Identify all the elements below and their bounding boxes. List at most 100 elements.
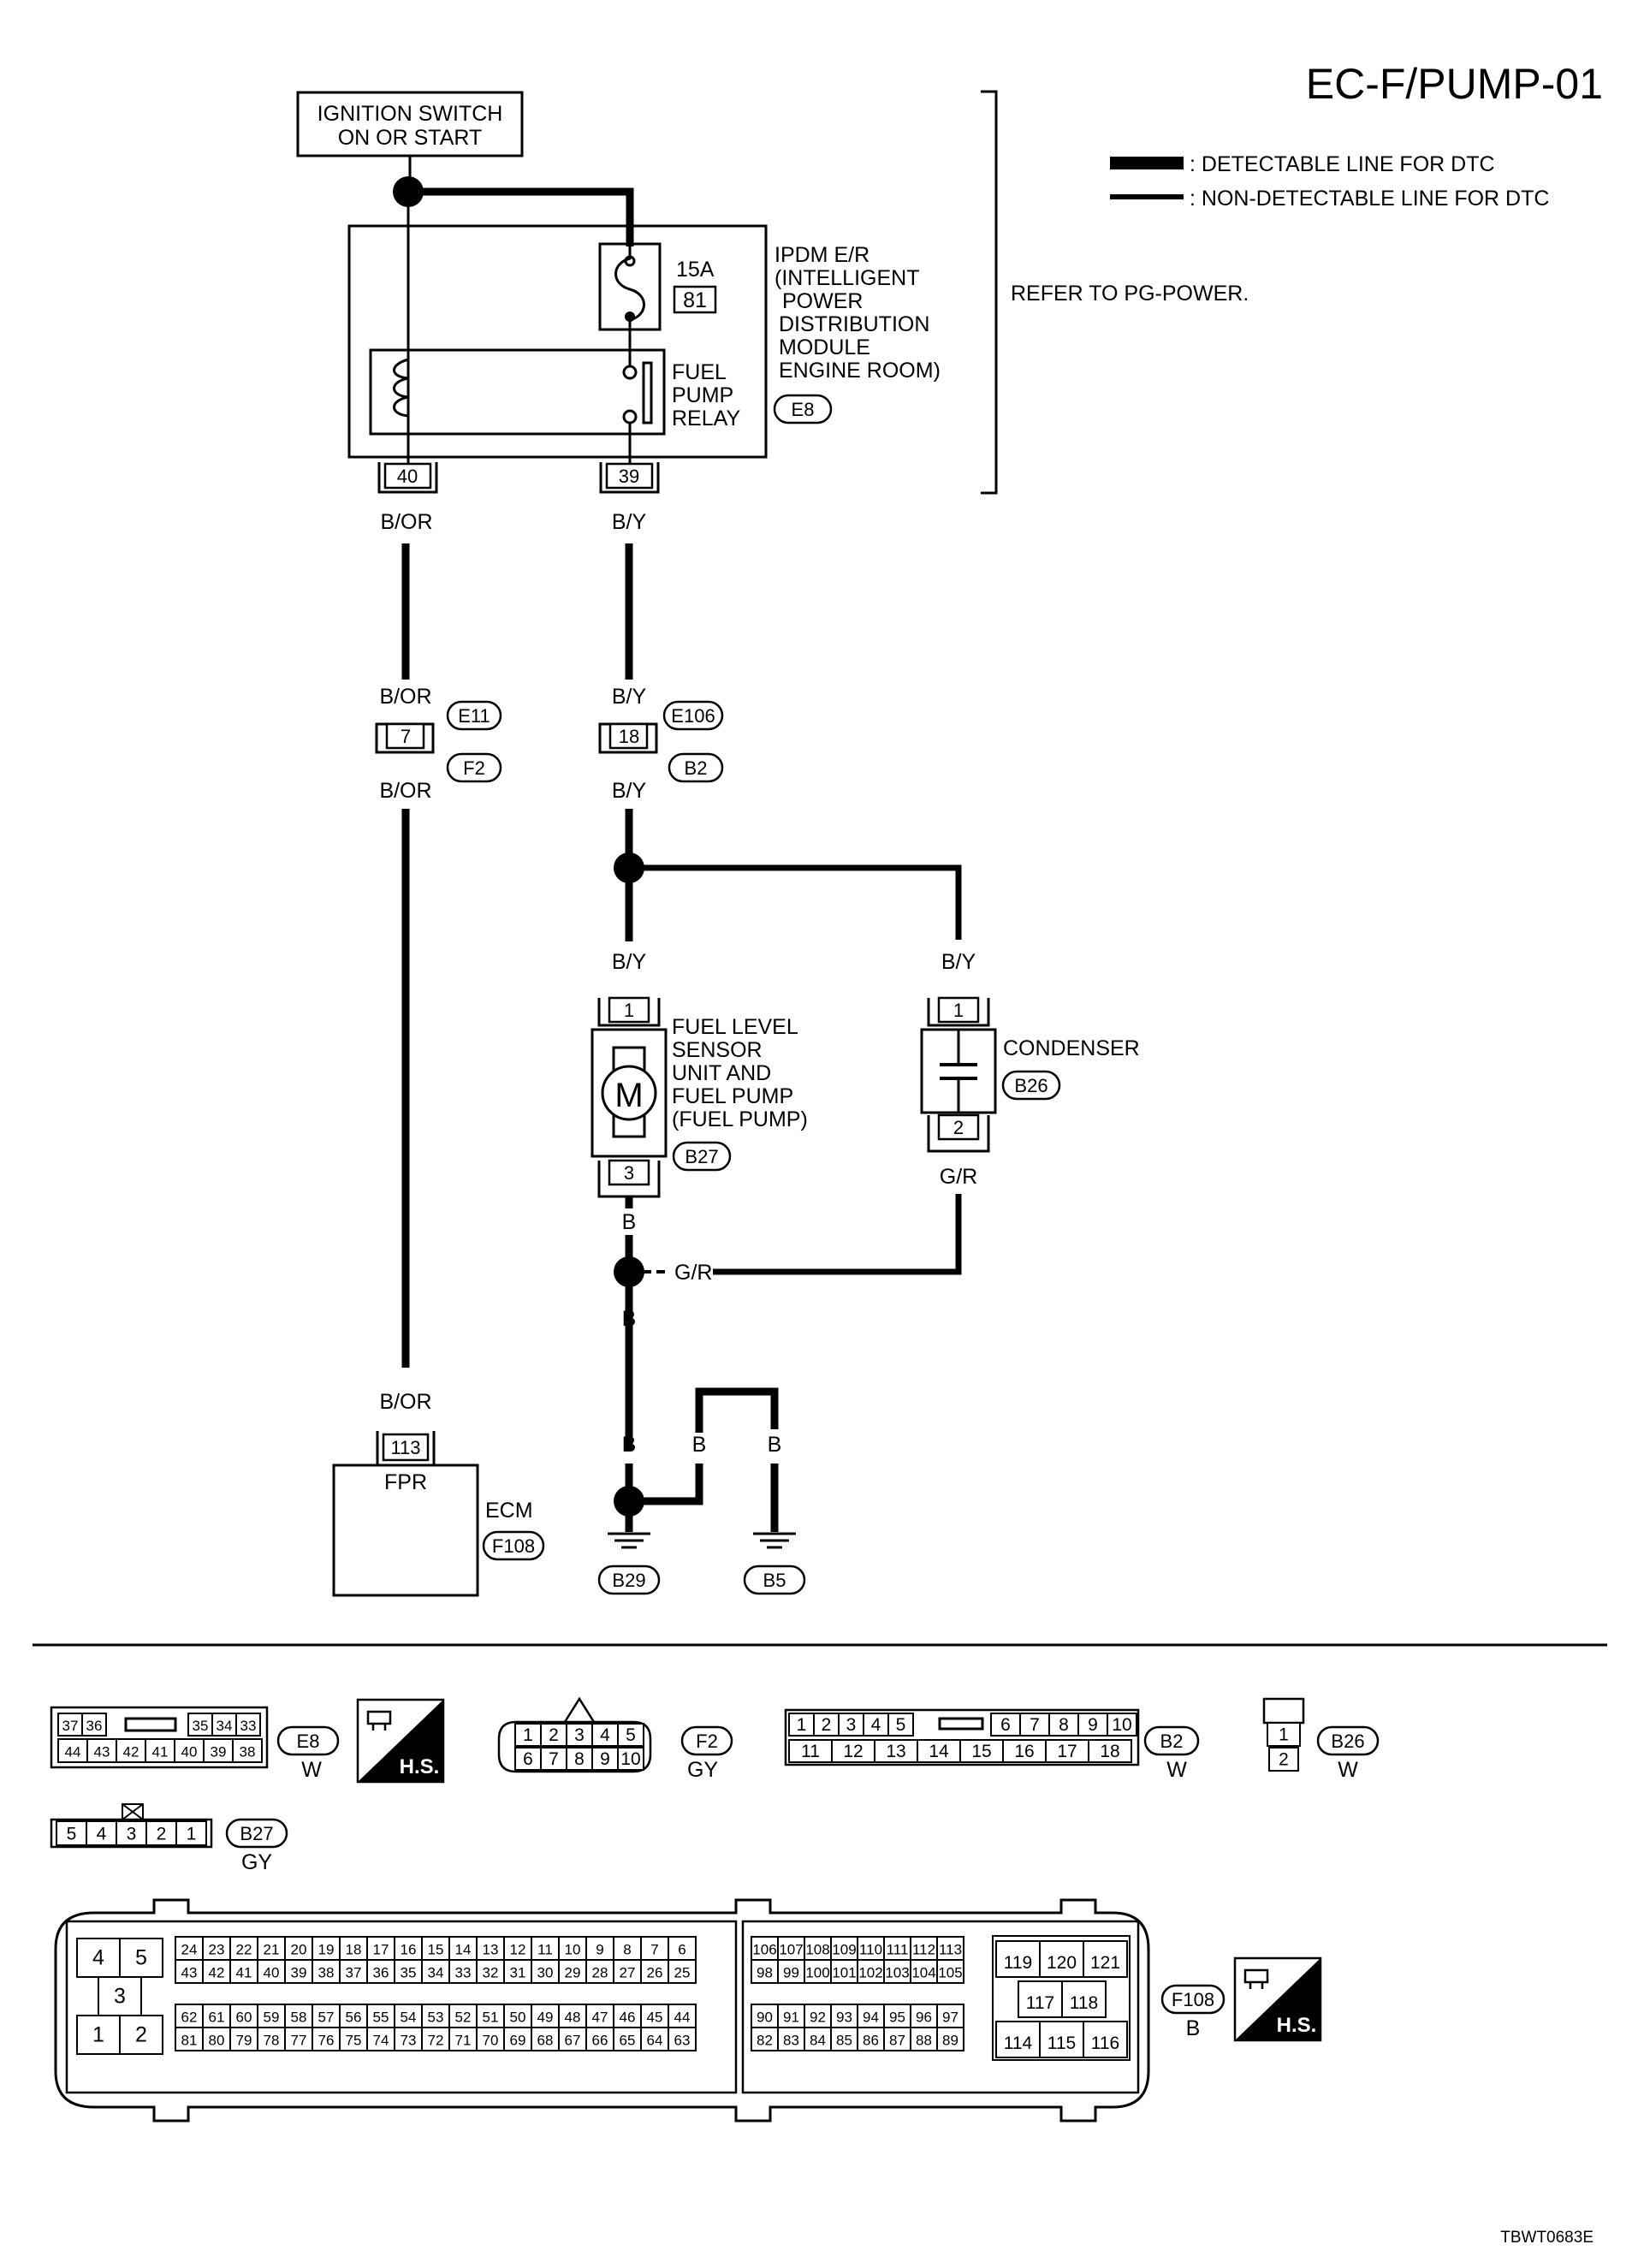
view-f108-right-section	[741, 1920, 1140, 2094]
view-f108-id: F108	[1172, 1989, 1214, 2010]
view-f2-bottom-pin: 6	[523, 1749, 533, 1769]
view-f108-row2-pin: 40	[264, 1965, 280, 1981]
view-f108-row1-pin: 22	[236, 1942, 252, 1958]
view-b26-top-pin: 1	[1279, 1725, 1289, 1745]
ecm-connector-id: F108	[492, 1535, 535, 1557]
wire-label-bor-1: B/OR	[380, 510, 432, 534]
view-f108-right3-pin: 114	[1004, 2033, 1033, 2053]
view-f108-row2-pin: 38	[318, 1965, 335, 1981]
view-f108-row2-pin: 31	[510, 1965, 526, 1981]
view-f108-row3-pin: 55	[373, 2010, 389, 2026]
view-b2-badge	[1143, 1725, 1200, 1756]
view-f108-mid3-cell	[777, 2004, 805, 2028]
view-b2-top-a-cell	[887, 1713, 914, 1737]
fuse-number-box	[673, 285, 717, 314]
view-f108-row2-pin: 33	[455, 1965, 472, 1981]
relay-coil-icon	[393, 350, 410, 434]
view-f108-row4-pin: 81	[181, 2033, 198, 2049]
view-f108-row3-pin: 48	[565, 2010, 581, 2026]
view-e8-bottom-cell	[86, 1738, 117, 1763]
view-f108-row2-pin: 37	[346, 1965, 362, 1981]
view-f108-mid1-pin: 108	[805, 1942, 829, 1958]
view-b2-bottom-cell	[959, 1739, 1004, 1763]
relay-contact-bottom	[622, 409, 638, 425]
joint-left-top-badge	[446, 700, 502, 731]
view-f108-mid2-cell	[936, 1959, 964, 1984]
joint-left-bottom-badge	[446, 752, 502, 783]
view-f108-row1-pin: 20	[291, 1942, 307, 1958]
view-b2-top-a-pin: 5	[896, 1715, 906, 1735]
view-f2-top-cell	[617, 1723, 644, 1747]
view-f108-row1-cell	[503, 1936, 532, 1961]
view-e8-bottom-cell	[203, 1738, 234, 1763]
view-f108-row4-pin: 70	[483, 2033, 499, 2049]
view-f108-row2-cell	[312, 1959, 341, 1984]
view-f108-row1-pin: 7	[650, 1942, 658, 1958]
view-b2-bottom-cell	[831, 1739, 875, 1763]
view-b2-bottom-pin: 12	[843, 1742, 863, 1761]
view-e8-lock	[124, 1717, 177, 1732]
view-f108-row3-pin: 53	[428, 2010, 444, 2026]
pin40-box	[383, 462, 432, 490]
view-b2-top-b-cell	[1107, 1713, 1137, 1737]
relay-label-3: RELAY	[672, 407, 740, 430]
view-f108-mid1-pin: 106	[752, 1942, 776, 1958]
ignition-switch-label-1: IGNITION SWITCH	[318, 102, 503, 126]
pin39-box	[605, 462, 654, 490]
pump-connector-id: B27	[685, 1146, 718, 1167]
joint-left-pin-box	[385, 722, 425, 750]
view-b27-cross-icon	[122, 1803, 144, 1820]
view-f108-row2-cell	[229, 1959, 258, 1984]
condenser-connector-badge	[1001, 1070, 1061, 1101]
fuse-amperage: 15A	[676, 258, 715, 282]
view-f2-badge	[680, 1725, 733, 1756]
pump-connector-badge	[672, 1141, 732, 1172]
view-f108-row4-pin: 71	[455, 2033, 472, 2049]
view-f108-row4-cell	[312, 2027, 341, 2051]
view-f108-row3-pin: 50	[510, 2010, 526, 2026]
view-f108-row4-pin: 73	[401, 2033, 417, 2049]
view-b2-top-a-cell	[838, 1713, 864, 1737]
view-f108-row1-pin: 11	[537, 1942, 553, 1958]
ipdm-name-3: POWER	[782, 289, 863, 313]
view-b2-bottom-pin: 15	[971, 1742, 991, 1761]
joint-right-bottom-id: B2	[685, 757, 708, 779]
view-f108-row4-cell	[668, 2027, 697, 2051]
view-b26-id: B26	[1331, 1731, 1364, 1752]
view-f108-row2-cell	[448, 1959, 478, 1984]
view-e8-hs: H.S.	[400, 1755, 440, 1778]
view-f108-left-pin: 5	[135, 1946, 147, 1970]
view-f108-left-cell	[119, 1938, 163, 1978]
legend-non-detectable: : NON-DETECTABLE LINE FOR DTC	[1190, 187, 1549, 211]
view-f108-row2-pin: 43	[181, 1965, 198, 1981]
view-e8-bottom-pin: 41	[152, 1744, 169, 1760]
view-f108-mid3-cell	[936, 2004, 964, 2028]
wire-label-by-5: B/Y	[941, 950, 976, 974]
view-f108-badge	[1160, 1984, 1226, 2015]
view-f108-mid3-cell	[883, 2004, 911, 2028]
refer-bracket	[981, 90, 998, 495]
view-b26-bottom-cell	[1268, 1747, 1299, 1772]
view-b2-top-b-cell	[1019, 1713, 1050, 1737]
view-f108-row3-cell	[585, 2004, 614, 2028]
fuse-terminal-top	[624, 255, 636, 267]
view-f2-top-pin: 1	[523, 1725, 533, 1745]
refer-text: REFER TO PG-POWER.	[1011, 282, 1249, 306]
view-f108-row3-pin: 62	[181, 2010, 198, 2026]
view-b2-top-b-pin: 8	[1059, 1715, 1069, 1735]
view-f108-mid4-pin: 87	[889, 2033, 905, 2049]
view-f2-top-pin: 5	[626, 1725, 636, 1745]
view-f2-bottom-cell	[617, 1747, 644, 1771]
view-f108-right1-cell	[1083, 1940, 1128, 1978]
view-f108-row2-pin: 34	[428, 1965, 444, 1981]
view-b2-bottom-pin: 17	[1057, 1742, 1077, 1761]
harness-side-icon-f108	[1233, 1956, 1322, 2042]
view-f108-row4-cell	[640, 2027, 669, 2051]
view-f108-left-cell	[119, 2015, 163, 2055]
wire-label-by-2: B/Y	[612, 685, 647, 709]
view-f108-mid4-pin: 83	[783, 2033, 799, 2049]
view-f108-row2-cell	[531, 1959, 560, 1984]
wire-label-bor-4: B/OR	[379, 1390, 431, 1414]
fuse-icon	[614, 246, 645, 324]
condenser-pin-bottom: 2	[953, 1117, 964, 1138]
